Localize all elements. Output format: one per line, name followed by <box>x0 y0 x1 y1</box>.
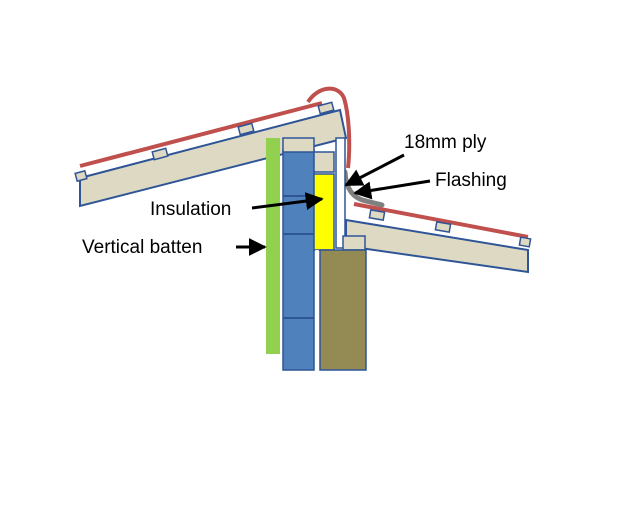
batten-label: Vertical batten <box>82 237 202 258</box>
insulation <box>313 173 335 251</box>
tile-batten <box>237 122 255 136</box>
left-tile-battens <box>74 101 335 183</box>
insulation-label: Insulation <box>150 199 231 220</box>
wall-plate <box>342 235 366 251</box>
ply-board <box>335 137 346 249</box>
flashing-label: Flashing <box>435 170 507 191</box>
ply-arrow <box>344 153 405 187</box>
block-column-cap <box>282 137 315 153</box>
insulation-arrow <box>251 192 324 210</box>
block-column <box>282 137 315 371</box>
ply-label: 18mm ply <box>404 132 487 153</box>
tile-batten <box>518 236 532 248</box>
upper-plate <box>313 151 335 173</box>
block-column-body <box>282 149 315 371</box>
flashing-arrow <box>353 179 431 200</box>
left-tile-line <box>79 101 323 168</box>
right-tile-line <box>353 202 529 239</box>
tile-batten <box>74 169 88 183</box>
lower-wall <box>319 249 367 371</box>
right-tile-battens <box>368 208 532 248</box>
vertical-batten <box>266 138 280 354</box>
tile-batten <box>434 220 452 234</box>
tile-batten <box>151 147 169 161</box>
left-roof-board <box>79 108 348 208</box>
ridge-cap <box>306 86 352 169</box>
tile-batten <box>368 208 386 222</box>
tile-batten <box>317 101 335 115</box>
